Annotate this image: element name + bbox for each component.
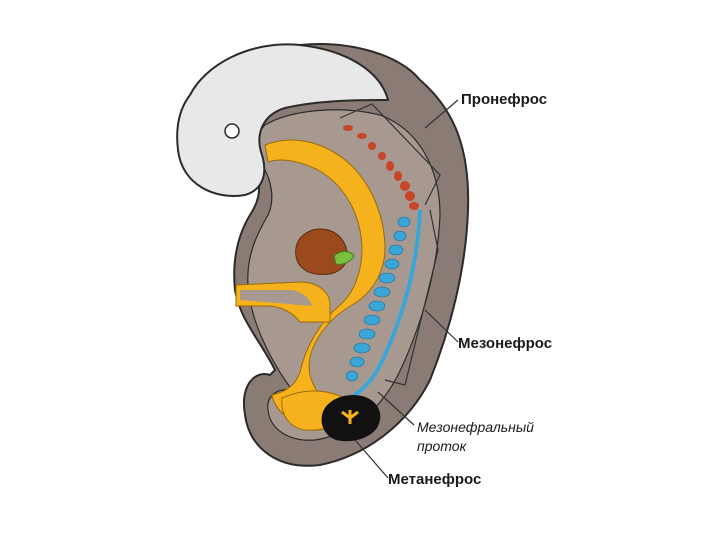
label-pronephros: Пронефрос: [461, 91, 547, 108]
label-mesonephric-duct-line2: проток: [417, 438, 468, 454]
label-metanephros: Метанефрос: [388, 471, 481, 488]
metanephros-leader: [355, 440, 388, 478]
label-mesonephros: Мезонефрос: [458, 335, 552, 352]
label-mesonephric-duct-line1: Мезонефральный: [417, 419, 534, 435]
heart: [296, 229, 347, 274]
eye-icon: [225, 124, 239, 138]
